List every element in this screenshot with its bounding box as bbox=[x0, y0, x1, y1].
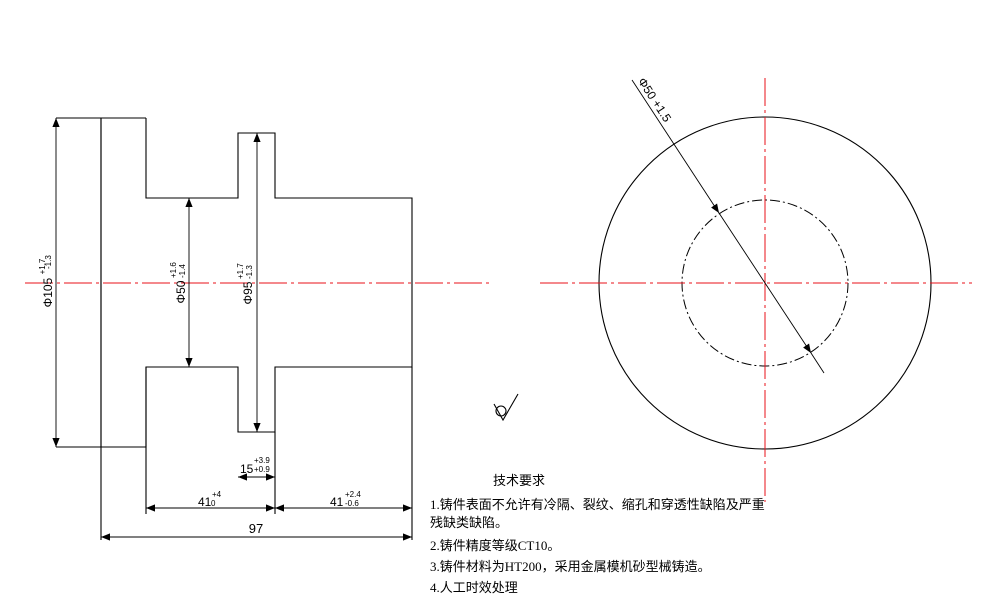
dim-flange-diameter-lower: -1.3 bbox=[245, 265, 254, 279]
side-view bbox=[540, 78, 972, 502]
dim-flange-diameter-main: Φ95 bbox=[241, 281, 255, 304]
svg-text:Φ95: Φ95 bbox=[241, 281, 255, 304]
dim-outer-diameter-lower: -1.3 bbox=[44, 255, 53, 269]
dim-left-length-upper: +4 bbox=[212, 490, 222, 499]
dim-left-length-lower: 0 bbox=[211, 499, 216, 508]
dim-right-length-main: 41 bbox=[330, 495, 344, 509]
dim-outer-diameter-upper: +1.7 bbox=[38, 258, 47, 274]
svg-text:Φ105 +1.7: Φ105 +1.7 bbox=[38, 258, 55, 307]
dim-flange-width-main: 15 bbox=[240, 462, 254, 476]
tech-req-line3: 3.铸件材料为HT200，采用金属模机砂型械铸造。 bbox=[430, 559, 711, 574]
tech-req-title: 技术要求 bbox=[493, 473, 546, 488]
dim-flange-diameter: Φ95 +1.7 -1.3 bbox=[236, 133, 261, 432]
dim-right-length-upper: +2.4 bbox=[345, 490, 361, 499]
dim-outer-diameter: Φ105 +1.7 -1.3 bbox=[38, 118, 60, 447]
dim-hole-diameter-main: Φ50 bbox=[635, 75, 659, 102]
dim-flange-width: 15 +3.9 +0.9 bbox=[238, 456, 275, 481]
dim-right-length: 41 +2.4 -0.6 bbox=[275, 490, 412, 512]
dim-flange-width-upper: +3.9 bbox=[254, 456, 270, 465]
dim-left-length: 41 +4 0 bbox=[146, 490, 275, 512]
dim-inner-diameter-lower: -1.4 bbox=[178, 264, 187, 278]
dim-inner-diameter-main: Φ50 bbox=[174, 280, 188, 303]
dim-total-length: 97 bbox=[101, 521, 412, 541]
dim-inner-diameter: Φ50 +1.6 -1.4 bbox=[169, 198, 193, 367]
tech-req-line1a: 1.铸件表面不允许有冷隔、裂纹、缩孔和穿透性缺陷及严重 bbox=[430, 497, 765, 512]
dim-hole-diameter-tol: +1.5 bbox=[649, 97, 674, 125]
dim-outer-diameter-main: Φ105 bbox=[41, 277, 55, 307]
tech-req-line2: 2.铸件精度等级CT10。 bbox=[430, 538, 561, 553]
dim-flange-width-lower: +0.9 bbox=[254, 465, 270, 474]
dim-left-length-main: 41 bbox=[198, 495, 212, 509]
dim-flange-diameter-upper: +1.7 bbox=[236, 263, 245, 279]
dim-right-length-lower: -0.6 bbox=[345, 499, 359, 508]
roughness-symbol bbox=[493, 393, 519, 422]
tech-req-line4: 4.人工时效处理 bbox=[430, 580, 518, 595]
svg-text:Φ50 +1.5: Φ50 +1.5 bbox=[635, 75, 674, 125]
tech-req-line1b: 残缺类缺陷。 bbox=[430, 515, 509, 530]
dim-inner-diameter-upper: +1.6 bbox=[169, 262, 178, 278]
dim-total-length-main: 97 bbox=[249, 521, 263, 536]
front-view bbox=[25, 117, 490, 540]
part-outline bbox=[100, 117, 413, 448]
svg-text:Φ50: Φ50 bbox=[174, 280, 188, 303]
